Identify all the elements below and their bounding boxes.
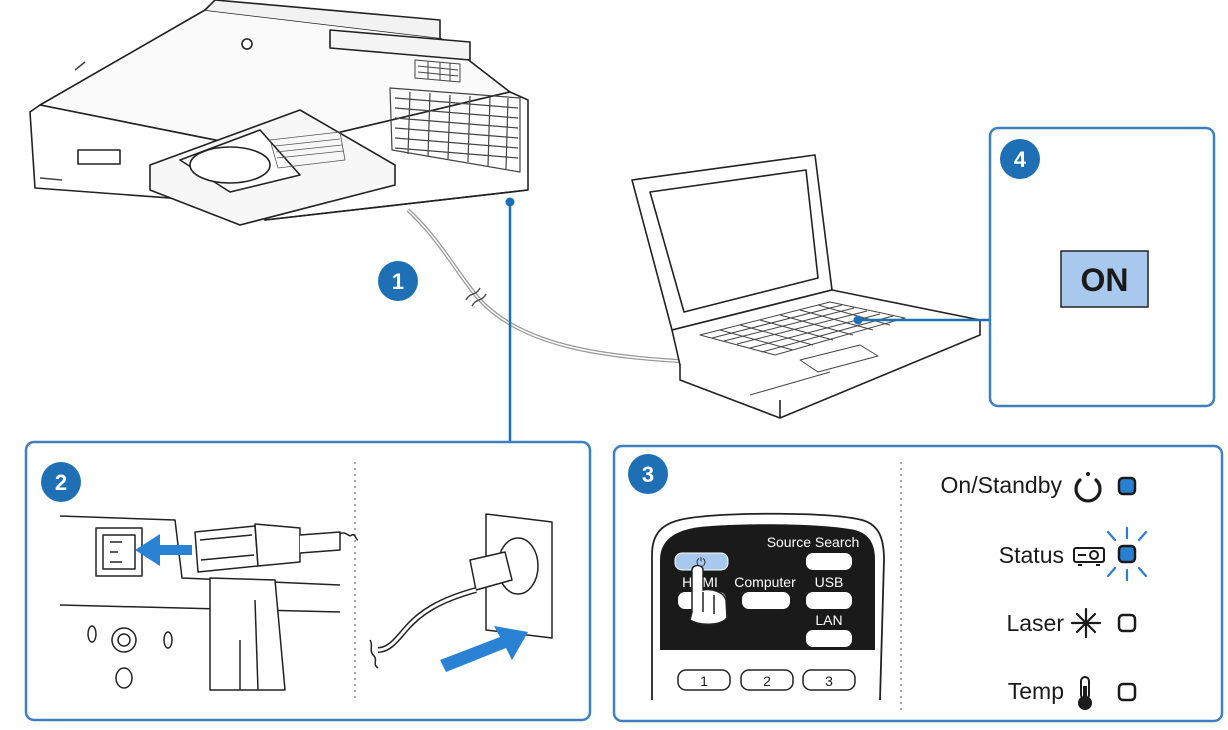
remote-usb-label: USB	[815, 574, 844, 590]
projector-icon	[1073, 547, 1105, 566]
svg-text:4: 4	[1014, 147, 1027, 172]
svg-text:2: 2	[763, 673, 771, 689]
panel-step-2: 2	[24, 440, 592, 722]
svg-text:3: 3	[642, 462, 654, 487]
remote-source-search-label: Source Search	[767, 534, 860, 550]
status-label: Status	[999, 542, 1064, 568]
svg-text:1: 1	[392, 269, 404, 294]
on-button: ON	[1060, 250, 1149, 308]
step-badge-2: 2	[41, 462, 81, 502]
remote-lan-label: LAN	[815, 612, 842, 628]
svg-text:ON: ON	[1081, 262, 1129, 298]
thermometer-icon	[1078, 676, 1092, 710]
svg-text:2: 2	[55, 470, 67, 495]
laser-led	[1117, 613, 1137, 633]
laptop-illustration	[631, 154, 981, 419]
temp-label: Temp	[1008, 678, 1064, 704]
svg-text:3: 3	[825, 673, 833, 689]
leader-line-laptop	[853, 315, 990, 325]
power-symbol-icon: ⏻	[696, 555, 706, 569]
step-badge-1: 1	[378, 261, 418, 301]
panel-step-4: 4 ON	[988, 126, 1216, 408]
step-badge-4: 4	[1000, 139, 1040, 179]
laser-icon	[1070, 607, 1102, 639]
temp-led	[1117, 682, 1137, 702]
power-icon	[1074, 472, 1102, 503]
power-plug-illustration	[194, 523, 359, 573]
step-badge-3: 3	[628, 454, 668, 494]
indicator-status: Status	[999, 526, 1148, 582]
leader-dot-projector	[505, 197, 515, 207]
cable-break-mark	[465, 287, 487, 307]
plug-in-arrow-icon	[440, 626, 528, 672]
remote-control: ⏻ Source Search HDMI Computer USB LAN 1	[651, 512, 885, 701]
svg-text:1: 1	[700, 673, 708, 689]
panel-step-3: 3 ⏻ Source Search HDMI Computer USB LAN	[612, 444, 1224, 723]
remote-numeric-keys: 1 2 3	[677, 669, 856, 691]
wall-outlet-illustration	[369, 513, 553, 669]
on-standby-led	[1117, 476, 1137, 496]
blink-rays-icon	[1106, 526, 1148, 582]
finger-pointer-icon	[689, 564, 728, 625]
indicator-temp: Temp	[1008, 676, 1137, 710]
indicator-laser: Laser	[1006, 607, 1137, 639]
insert-arrow-icon	[135, 534, 192, 566]
laser-label: Laser	[1006, 610, 1064, 636]
status-led	[1117, 544, 1137, 564]
on-standby-label: On/Standby	[941, 472, 1063, 498]
indicator-on-standby: On/Standby	[941, 472, 1137, 503]
remote-computer-label: Computer	[734, 574, 796, 590]
projector-illustration	[29, 0, 529, 226]
power-inlet-illustration	[59, 515, 341, 691]
